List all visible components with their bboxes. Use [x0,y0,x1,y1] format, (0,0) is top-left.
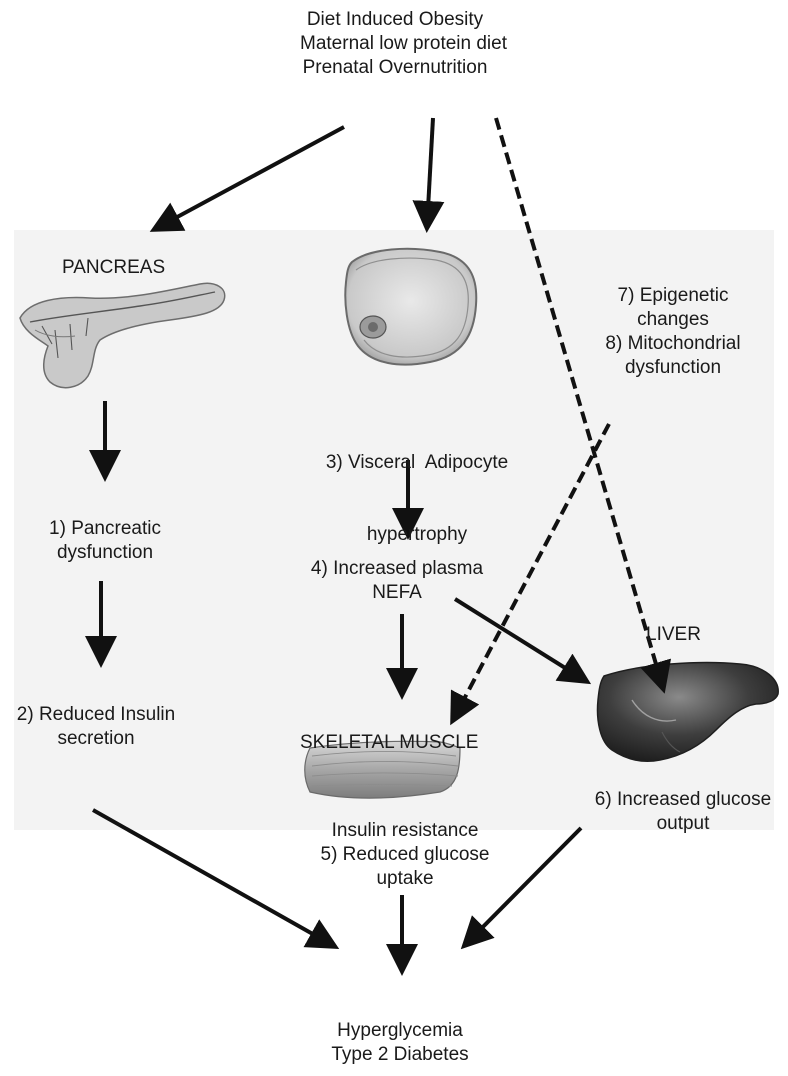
glucose-uptake-line-1: Insulin resistance [315,819,495,843]
insulin-secretion-line-2: secretion [6,727,186,751]
epigenetic-line-2: changes [603,308,743,332]
arrow-causes-to-adipocyte [427,118,433,227]
epigenetic-line-4: dysfunction [603,356,743,380]
insulin-secretion-label: 2) Reduced Insulin secretion [6,703,186,751]
glucose-output-line-2: output [583,812,783,836]
glucose-uptake-line-2: 5) Reduced glucose [315,843,495,867]
arrow-nefa-to-liver [455,599,586,681]
liver-line-1: LIVER [646,623,701,647]
pancreatic-dysfunction-line-1: 1) Pancreatic [30,517,180,541]
glucose-uptake-line-3: uptake [315,867,495,891]
epigenetic-line-3: 8) Mitochondrial [603,332,743,356]
nefa-line-1: 4) Increased plasma [297,557,497,581]
outcome-line-2: Type 2 Diabetes [320,1043,480,1067]
pancreatic-dysfunction-label: 1) Pancreatic dysfunction [30,517,180,565]
skeletal-muscle-label: SKELETAL MUSCLE [300,731,478,755]
causes-line-3: Prenatal Overnutrition [300,56,490,80]
outcome-label: Hyperglycemia Type 2 Diabetes [320,1019,480,1067]
insulin-secretion-line-1: 2) Reduced Insulin [6,703,186,727]
adipocyte-icon [345,249,476,365]
outcome-line-1: Hyperglycemia [320,1019,480,1043]
glucose-output-line-1: 6) Increased glucose [583,788,783,812]
liver-label: LIVER [646,623,701,647]
nefa-line-2: NEFA [297,581,497,605]
skeletal-muscle-line-1: SKELETAL MUSCLE [300,731,478,755]
epigenetic-label: 7) Epigenetic changes 8) Mitochondrial d… [603,284,743,380]
pancreatic-dysfunction-line-2: dysfunction [30,541,180,565]
causes-label: Diet Induced Obesity Maternal low protei… [300,8,490,80]
glucose-output-label: 6) Increased glucose output [583,788,783,836]
liver-icon [598,663,779,762]
adipocyte-line-2: hypertrophy [306,523,528,547]
pancreas-line-1: PANCREAS [62,256,165,280]
glucose-uptake-label: Insulin resistance 5) Reduced glucose up… [315,819,495,891]
causes-line-2: Maternal low protein diet [300,32,490,56]
adipocyte-line-1: 3) Visceral Adipocyte [306,451,528,475]
causes-line-1: Diet Induced Obesity [300,8,490,32]
epigenetic-line-1: 7) Epigenetic [603,284,743,308]
pancreas-icon [20,283,225,387]
arrow-secretion-to-outcome [93,810,334,946]
pancreas-label: PANCREAS [62,256,165,280]
arrow-causes-to-pancreas [155,127,344,229]
nefa-label: 4) Increased plasma NEFA [297,557,497,605]
